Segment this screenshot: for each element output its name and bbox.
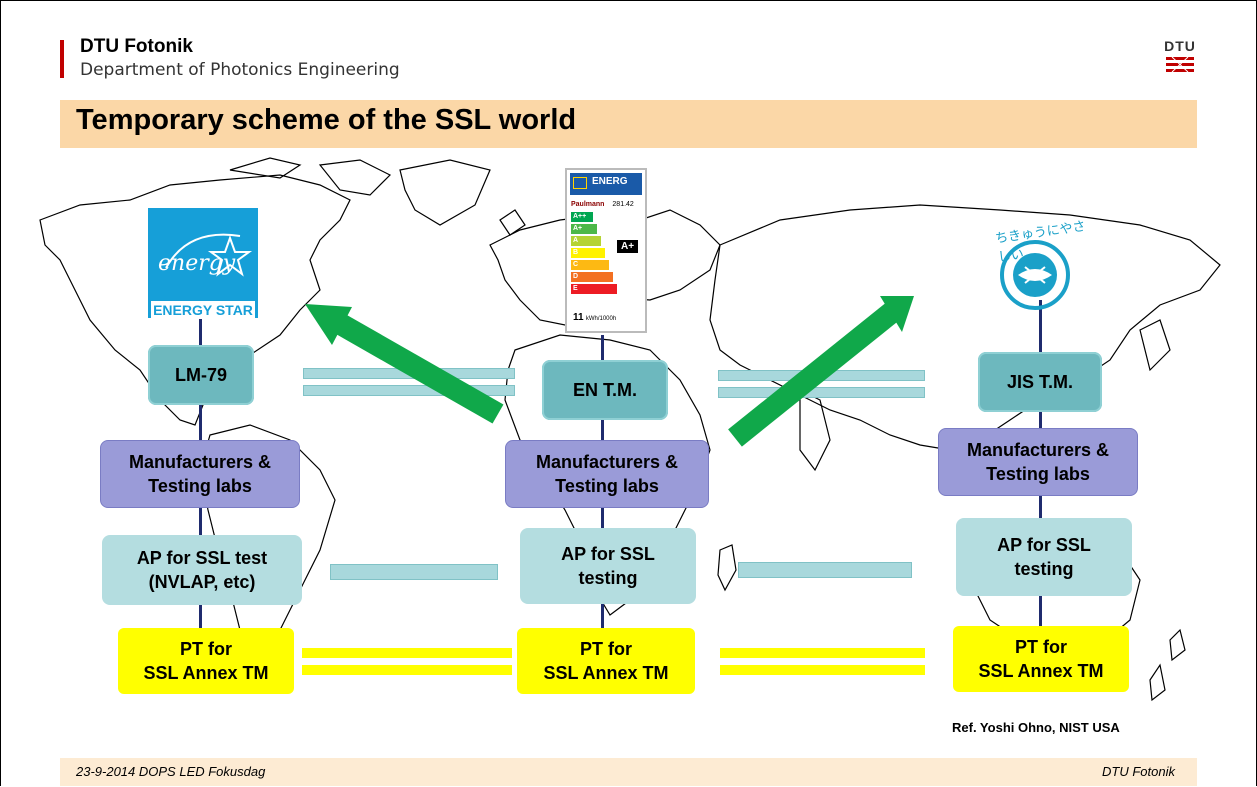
eu-label-header: ENERG — [570, 173, 642, 195]
usa-pt-box: PT for SSL Annex TM — [118, 628, 294, 694]
usa-labs-box: Manufacturers & Testing labs — [100, 440, 300, 508]
dtu-logo-bars — [1166, 56, 1194, 73]
japan-ap-line1: AP for SSL — [997, 535, 1091, 555]
europe-pt-box: PT for SSL Annex TM — [517, 628, 695, 694]
eu-class-bar: A++ — [571, 212, 593, 222]
europe-vertical-line — [601, 335, 604, 690]
footer-org: DTU Fotonik — [1102, 764, 1175, 779]
energy-star-icon: energy — [158, 233, 253, 277]
eu-class-bar: A+ — [571, 224, 597, 234]
connector-ap-usa-europe — [330, 564, 498, 580]
europe-ap-line1: AP for SSL — [561, 544, 655, 564]
connector-pt-europe-japan-2 — [720, 665, 925, 675]
japan-eco-logo: ちきゅうにやさしい — [978, 215, 1093, 310]
header-accent-bar — [60, 40, 64, 78]
connector-method-europe-japan-1 — [718, 370, 925, 381]
energy-star-logo: energy ENERGY STAR — [148, 208, 258, 319]
usa-ap-line2: (NVLAP, etc) — [148, 572, 256, 592]
eu-class-bar: E — [571, 284, 617, 294]
japan-method-box: JIS T.M. — [978, 352, 1102, 412]
eu-label-consumption: 11 — [573, 312, 584, 323]
eu-class-bar: D — [571, 272, 613, 282]
eu-label-header-text: ENERG — [592, 176, 628, 187]
usa-ap-line1: AP for SSL test — [136, 548, 268, 568]
eu-label-rating: A+ — [617, 240, 639, 253]
japan-ap-box: AP for SSL testing — [956, 518, 1132, 596]
usa-pt-line2: SSL Annex TM — [143, 663, 269, 683]
eu-label-consumption-row: 11 kWh/1000h — [573, 312, 616, 323]
energy-star-label: ENERGY STAR — [151, 301, 255, 319]
eu-label-brand-row: Paulmann 281.42 — [571, 201, 641, 208]
slide-title: Temporary scheme of the SSL world — [76, 104, 577, 136]
department-name: Department of Photonics Engineering — [80, 60, 400, 80]
europe-ap-line2: testing — [578, 568, 638, 588]
japan-ap-line2: testing — [1014, 559, 1074, 579]
connector-method-europe-japan-2 — [718, 387, 925, 398]
europe-pt-line2: SSL Annex TM — [543, 663, 669, 683]
europe-ap-box: AP for SSL testing — [520, 528, 696, 604]
dtu-logo-text: DTU — [1164, 38, 1196, 54]
reference-text: Ref. Yoshi Ohno, NIST USA — [952, 720, 1120, 735]
connector-pt-europe-japan-1 — [720, 648, 925, 658]
footer-date-event: 23-9-2014 DOPS LED Fokusdag — [76, 764, 266, 779]
japan-labs-box: Manufacturers & Testing labs — [938, 428, 1138, 496]
org-name: DTU Fotonik — [80, 36, 193, 57]
dtu-logo: DTU — [1164, 38, 1196, 82]
usa-ap-box: AP for SSL test (NVLAP, etc) — [102, 535, 302, 605]
usa-method-box: LM-79 — [148, 345, 254, 405]
japan-pt-line1: PT for — [1015, 637, 1067, 657]
connector-method-usa-europe-1 — [303, 368, 515, 379]
eu-label-unit: kWh/1000h — [585, 316, 617, 322]
usa-pt-line1: PT for — [180, 639, 232, 659]
japan-pt-line2: SSL Annex TM — [978, 661, 1104, 681]
connector-ap-europe-japan — [738, 562, 912, 578]
eco-globe-icon — [1000, 240, 1070, 310]
eu-class-bar: A — [571, 236, 601, 246]
europe-pt-line1: PT for — [580, 639, 632, 659]
connector-method-usa-europe-2 — [303, 385, 515, 396]
eu-label-model: 281.42 — [612, 201, 634, 208]
connector-pt-usa-europe-2 — [302, 665, 512, 675]
eu-flag-icon — [573, 177, 587, 189]
eu-label-brand: Paulmann — [571, 201, 605, 208]
connector-pt-usa-europe-1 — [302, 648, 512, 658]
japan-pt-box: PT for SSL Annex TM — [953, 626, 1129, 692]
eu-class-bar: C — [571, 260, 609, 270]
europe-method-box: EN T.M. — [542, 360, 668, 420]
eu-class-bar: B — [571, 248, 605, 258]
title-bar — [60, 100, 1197, 148]
footer-bar — [60, 758, 1197, 786]
europe-labs-box: Manufacturers & Testing labs — [505, 440, 709, 508]
svg-text:energy: energy — [158, 251, 236, 276]
